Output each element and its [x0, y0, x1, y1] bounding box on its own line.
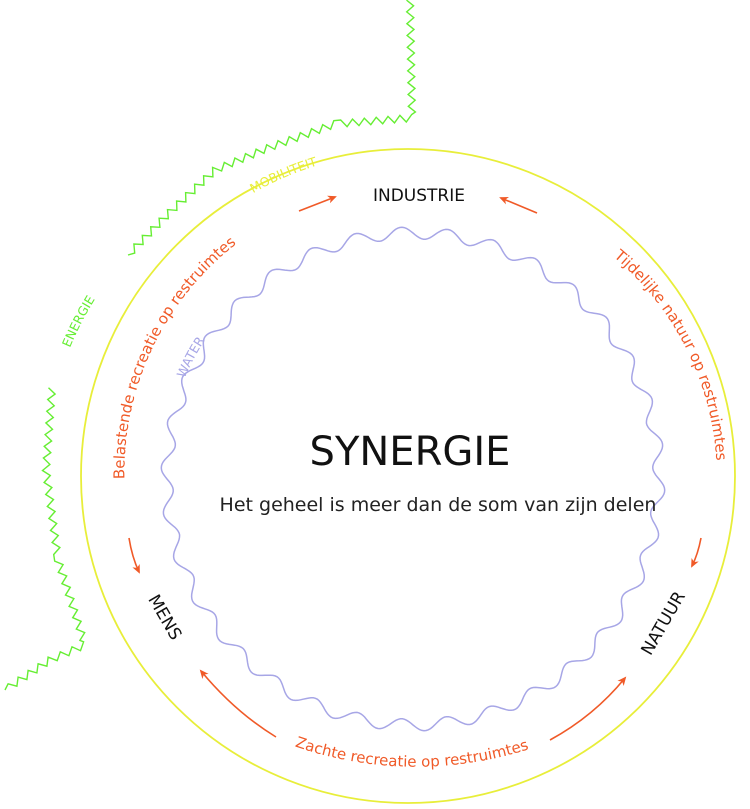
- diagram-subtitle: Het geheel is meer dan de som van zijn d…: [220, 494, 657, 516]
- node-industrie: INDUSTRIE: [373, 186, 465, 206]
- arrow-to-natuur: [691, 537, 702, 568]
- diagram-title: SYNERGIE: [310, 429, 511, 475]
- node-mens: MENS: [143, 591, 185, 643]
- energy-zigzag-bottom-line: [4, 387, 86, 691]
- outer-yellow-circle: [80, 148, 736, 804]
- arrow-to-industrie-right: [499, 197, 538, 214]
- arrow-bottom-to-natuur: [549, 676, 627, 741]
- layer-water-label: WATER: [174, 333, 208, 379]
- water-wavy-ring: [160, 226, 666, 732]
- arrow-to-industrie-left: [298, 195, 337, 212]
- node-natuur: NATUUR: [637, 588, 689, 659]
- layer-mobiliteit-label: MOBILITEIT: [247, 154, 319, 196]
- arrow-to-mens: [128, 537, 140, 574]
- arrow-bottom-to-mens: [199, 669, 277, 738]
- layer-energie-label: ENERGIE: [59, 293, 98, 350]
- relation-right-label: Tijdelijke natuur op restruimtes: [610, 245, 730, 461]
- energy-zigzag-top-line: [127, 0, 417, 256]
- relation-bottom-label: Zachte recreatie op restruimtes: [293, 733, 530, 771]
